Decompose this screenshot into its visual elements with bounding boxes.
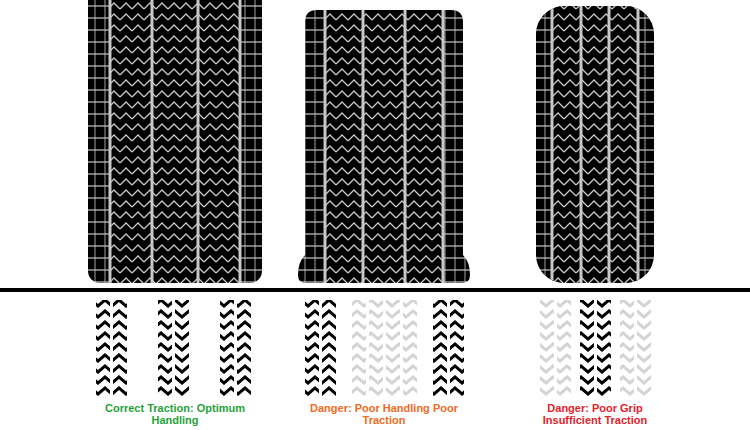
status-label: Danger: Poor Grip Insufficient Traction [520,402,670,426]
ground-line [0,288,750,292]
status-label: Danger: Poor Handling Poor Traction [309,402,459,426]
status-label: Correct Traction: Optimum Handling [105,402,245,426]
tire-overinflated [536,6,654,283]
footprint-correct [96,300,251,396]
tire-underinflated [296,8,474,288]
footprint-underinflated [305,300,464,396]
footprint-overinflated [540,300,651,396]
tire-correct [88,0,262,283]
